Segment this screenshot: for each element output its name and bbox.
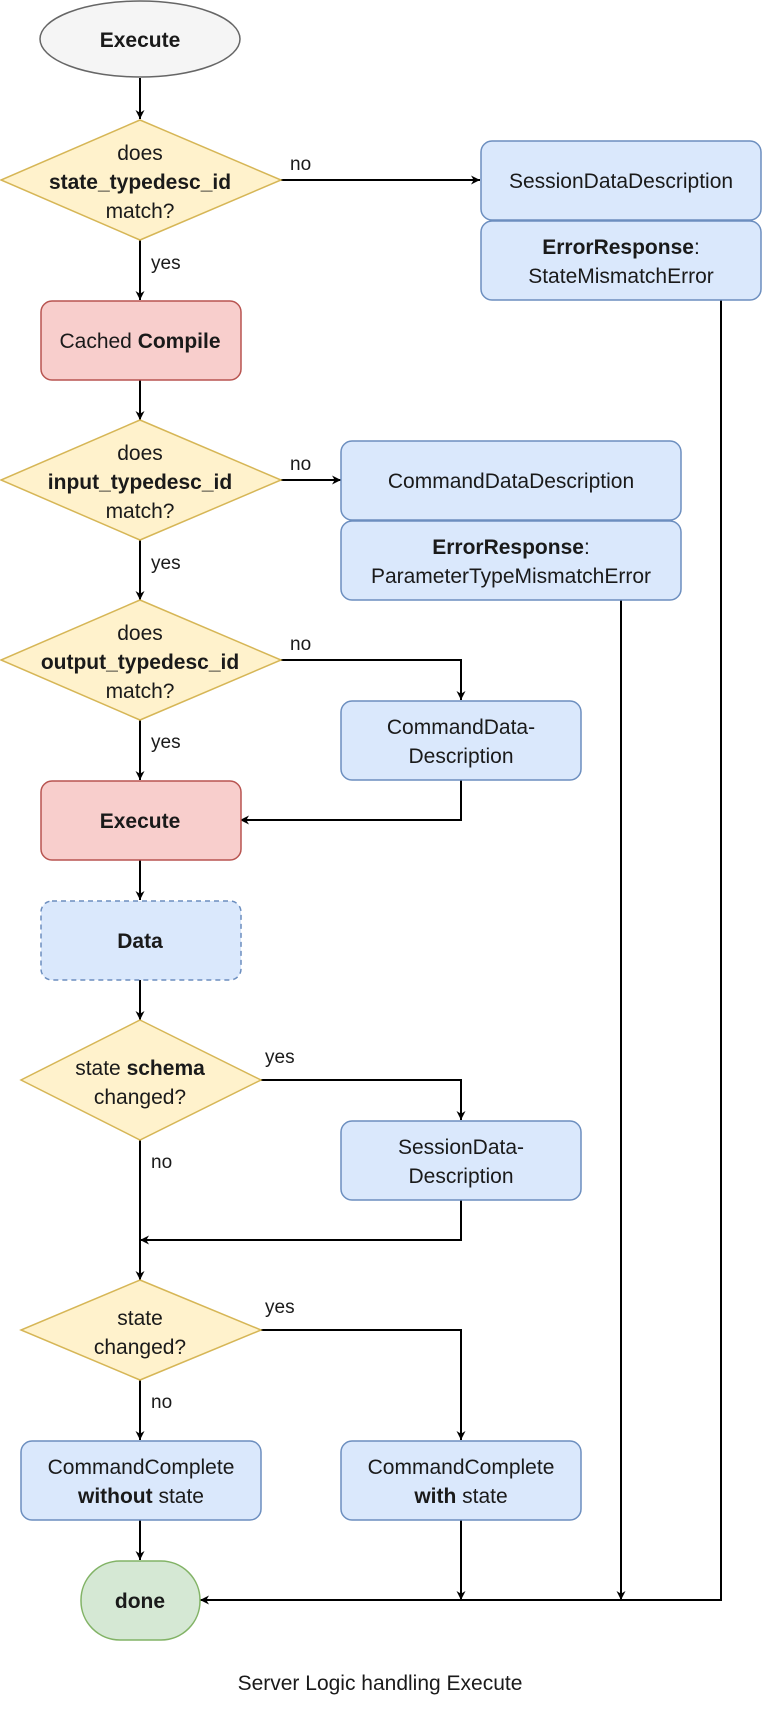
command-complete-without-state-box: CommandComplete without state [20, 1440, 262, 1521]
cc-without-line1: CommandComplete [48, 1456, 235, 1479]
cc-without-line2: without state [77, 1485, 204, 1508]
cmd-desc2-line2: Description [408, 745, 513, 768]
label-q2-no: no [290, 454, 311, 475]
execute-label: Execute [100, 810, 181, 833]
edges [135, 78, 722, 1605]
edge-q4-yes [261, 1079, 466, 1120]
err2-line1: ErrorResponse: [432, 536, 590, 559]
q2-line1: does [117, 442, 163, 465]
command-complete-with-state-box: CommandComplete with state [340, 1440, 582, 1521]
q5-line2: changed? [94, 1336, 186, 1359]
q3-line3: match? [106, 680, 175, 703]
decision-state-typedesc: does state_typedesc_id match? [0, 119, 283, 241]
edge-q5-yes [261, 1329, 466, 1440]
done-label: done [115, 1590, 165, 1613]
start-label: Execute [100, 29, 181, 52]
err1-line1: ErrorResponse: [542, 236, 700, 259]
q3-line1: does [117, 622, 163, 645]
q2-line2: input_typedesc_id [48, 471, 232, 494]
edge-sessdesc2-merge [140, 1200, 462, 1245]
decision-input-typedesc: does input_typedesc_id match? [0, 419, 283, 541]
edge-cmddesc2-execute [240, 780, 462, 825]
execute-box: Execute [40, 780, 242, 861]
edge-q3-no [281, 659, 466, 700]
q1-line1: does [117, 142, 163, 165]
decision-state-schema-changed: state schema changed? [19, 1019, 263, 1141]
session-desc-label: SessionDataDescription [509, 170, 733, 193]
session-data-description-box: SessionDataDescription [480, 140, 762, 221]
label-q1-yes: yes [151, 253, 181, 274]
q2-line3: match? [106, 500, 175, 523]
done-node: done [80, 1560, 201, 1641]
label-q4-no: no [151, 1152, 172, 1173]
data-box: Data [40, 900, 242, 981]
decision-output-typedesc: does output_typedesc_id match? [0, 599, 283, 721]
start-node: Execute [39, 0, 241, 78]
data-label: Data [117, 930, 163, 953]
label-q4-yes: yes [265, 1047, 295, 1068]
cmd-desc2-line1: CommandData- [387, 716, 535, 739]
q5-line1: state [117, 1307, 163, 1330]
session-data-description-2-box: SessionData- Description [340, 1120, 582, 1201]
sess-desc2-line1: SessionData- [398, 1136, 524, 1159]
err2-line2: ParameterTypeMismatchError [371, 565, 651, 588]
cached-compile-label: Cached Compile [59, 330, 220, 353]
label-q3-no: no [290, 634, 311, 655]
q4-line2: changed? [94, 1086, 186, 1109]
cc-with-line1: CommandComplete [368, 1456, 555, 1479]
edge-err1-done [200, 300, 722, 1605]
q1-line3: match? [106, 200, 175, 223]
cc-with-line2: with state [413, 1485, 507, 1508]
label-q3-yes: yes [151, 732, 181, 753]
decision-state-changed: state changed? [19, 1279, 263, 1381]
command-data-description-2-box: CommandData- Description [340, 700, 582, 781]
label-q1-no: no [290, 154, 311, 175]
error-parameter-mismatch-box: ErrorResponse: ParameterTypeMismatchErro… [340, 520, 682, 601]
error-state-mismatch-box: ErrorResponse: StateMismatchError [480, 220, 762, 301]
command-data-description-box: CommandDataDescription [340, 440, 682, 521]
edge-labels: no yes no yes no yes yes no yes no [151, 154, 311, 1413]
q3-line2: output_typedesc_id [41, 651, 239, 674]
cached-compile-box: Cached Compile [40, 300, 242, 381]
q1-line2: state_typedesc_id [49, 171, 231, 194]
err1-line2: StateMismatchError [528, 265, 714, 288]
label-q2-yes: yes [151, 553, 181, 574]
cmd-desc-label: CommandDataDescription [388, 470, 634, 493]
diagram-caption: Server Logic handling Execute [238, 1672, 523, 1695]
label-q5-no: no [151, 1392, 172, 1413]
label-q5-yes: yes [265, 1297, 295, 1318]
q4-line1: state schema [75, 1057, 205, 1080]
sess-desc2-line2: Description [408, 1165, 513, 1188]
